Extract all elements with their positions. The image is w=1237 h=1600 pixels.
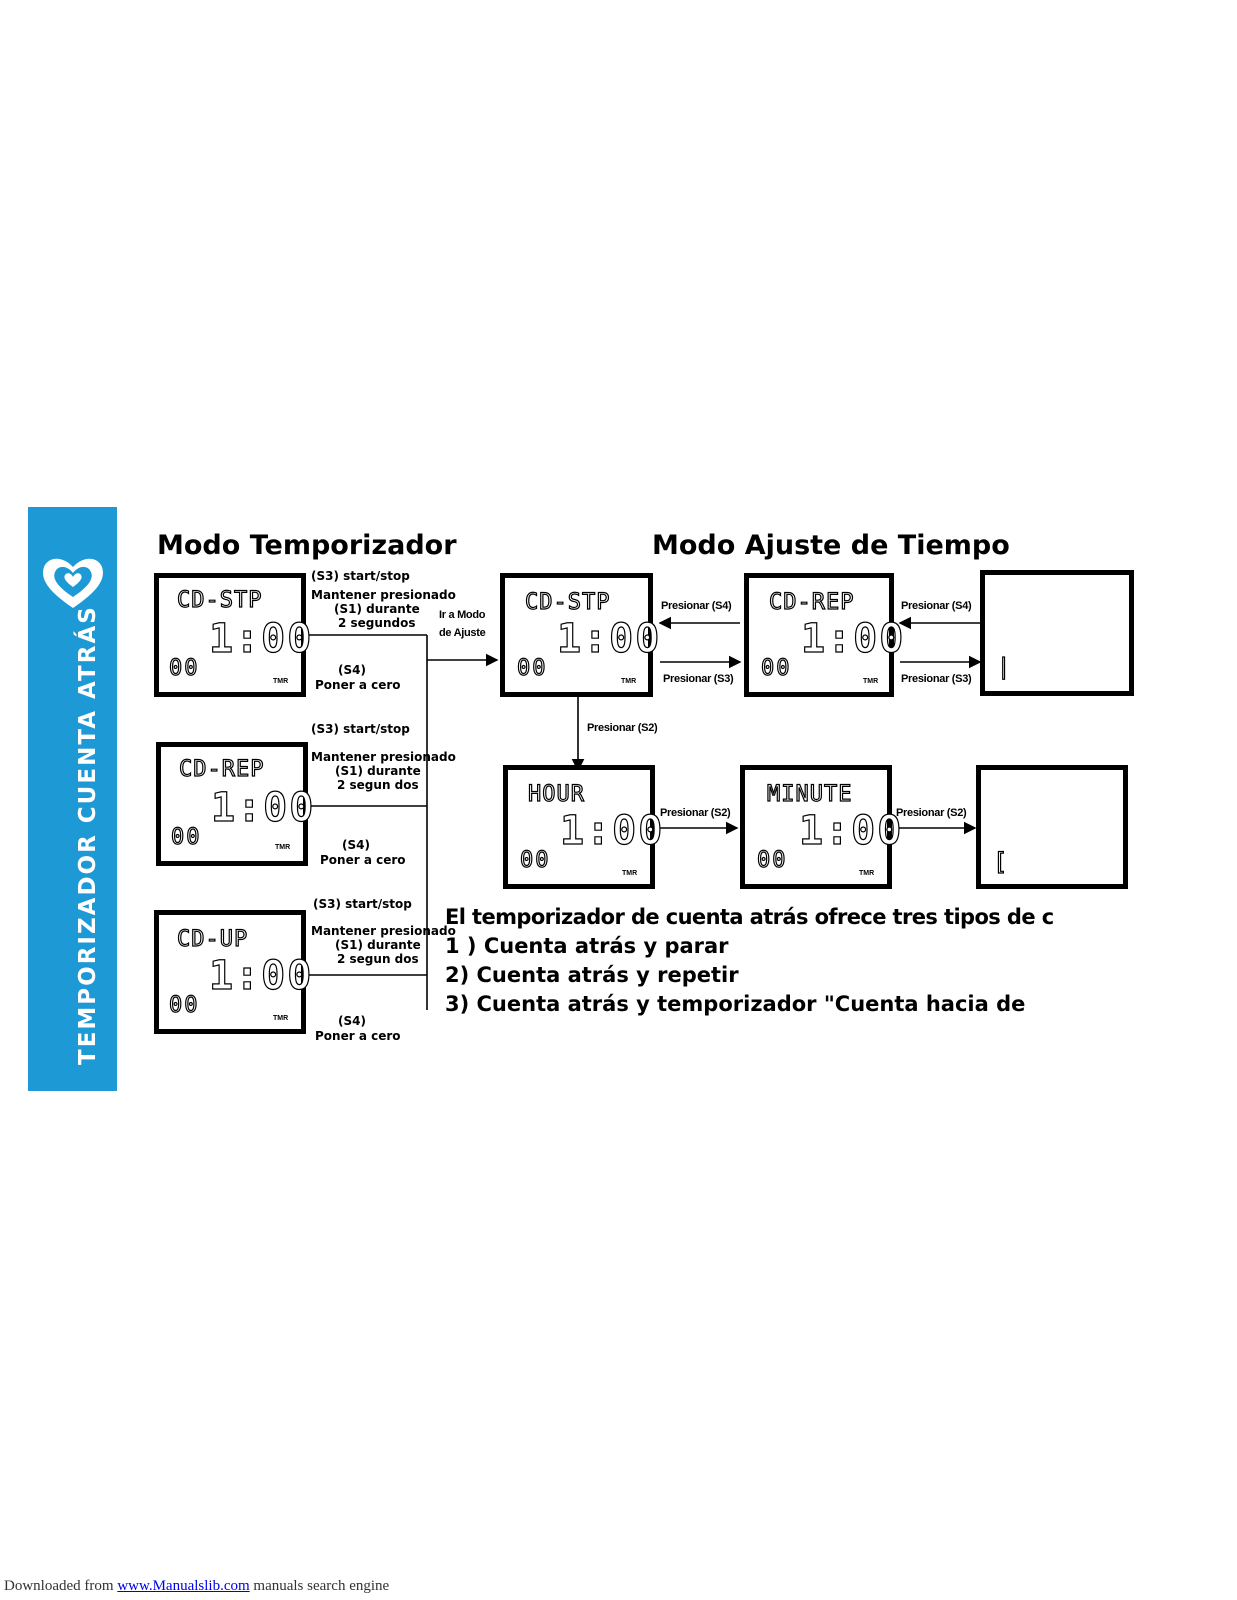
watch-screen-minute: MINUTE 1:00 00 TMR — [740, 765, 902, 889]
label-press-s2-b: Presionar (S2) — [896, 807, 967, 819]
heading-set-mode: Modo Ajuste de Tiempo — [652, 530, 1010, 561]
lcd-seconds: 00 — [168, 992, 200, 1018]
lcd-tmr-tag: TMR — [275, 844, 291, 851]
roxy-heart-logo-icon — [43, 558, 103, 608]
lcd-time: 1:00 — [208, 615, 314, 662]
watch-screen-cd-rep: CD-REP 1:00 00 TMR — [156, 742, 314, 866]
label-press-s4-b: Presionar (S4) — [901, 600, 972, 612]
lcd-seconds: 00 — [516, 655, 548, 681]
lcd-time: 1:00 — [559, 807, 665, 854]
label-g2-seconds: 2 segun dos — [337, 778, 419, 792]
label-press-s3-b: Presionar (S3) — [901, 673, 972, 685]
label-g1-start-stop: (S3) start/stop — [311, 569, 410, 583]
label-g3-hold: Mantener presionado — [311, 924, 456, 938]
body-intro: El temporizador de cuenta atrás ofrece t… — [445, 905, 1054, 929]
lcd-time: 1:00 — [556, 615, 662, 662]
lcd-mode-text: HOUR — [527, 781, 585, 807]
label-goto-set-2: de Ajuste — [439, 627, 486, 639]
label-press-s2-a: Presionar (S2) — [660, 807, 731, 819]
watch-screen-hour: HOUR 1:00 00 TMR — [503, 765, 663, 889]
lcd-tmr-tag: TMR — [859, 870, 875, 877]
lcd-tmr-tag: TMR — [273, 1015, 289, 1022]
lcd-seconds: 00 — [168, 655, 200, 681]
watch-screen-partial-top: | — [980, 570, 1134, 696]
lcd-mode-text: CD-STP — [524, 589, 611, 615]
watch-screen-cd-up: CD-UP 1:00 00 TMR — [154, 910, 312, 1034]
lcd-tmr-tag: TMR — [863, 678, 879, 685]
label-g3-start-stop: (S3) start/stop — [313, 897, 412, 911]
lcd-tmr-tag: TMR — [273, 678, 289, 685]
label-g3-seconds: 2 segun dos — [337, 952, 419, 966]
label-goto-set-1: Ir a Modo — [439, 609, 486, 621]
lcd-time: 1:00 — [210, 784, 316, 831]
footer-suffix: manuals search engine — [249, 1578, 390, 1594]
body-item-2: 2) Cuenta atrás y repetir — [445, 963, 739, 987]
label-g1-hold: Mantener presionado — [311, 588, 456, 602]
body-item-3: 3) Cuenta atrás y temporizador "Cuenta h… — [445, 992, 1026, 1016]
label-g2-start-stop: (S3) start/stop — [311, 722, 410, 736]
label-g1-reset: Poner a cero — [315, 678, 401, 692]
footer-link[interactable]: www.Manualslib.com — [117, 1578, 250, 1594]
label-g2-reset: Poner a cero — [320, 853, 406, 867]
lcd-mode-text: CD-UP — [176, 926, 249, 952]
lcd-tmr-tag: TMR — [621, 678, 637, 685]
footer-prefix: Downloaded from — [4, 1578, 118, 1594]
label-g2-hold: Mantener presionado — [311, 750, 456, 764]
lcd-mode-text: CD-REP — [178, 756, 265, 782]
body-item-1: 1 ) Cuenta atrás y parar — [445, 934, 729, 958]
label-g2-s1: (S1) durante — [335, 764, 421, 778]
label-g1-s1: (S1) durante — [334, 602, 420, 616]
watch-screen-set-cd-stp: CD-STP 1:00 00 TMR — [500, 573, 660, 697]
label-g3-reset: Poner a cero — [315, 1029, 401, 1043]
lcd-seconds: 00 — [756, 847, 788, 873]
lcd-mode-text: CD-STP — [176, 587, 263, 613]
lcd-time: 1:00 — [208, 952, 314, 999]
label-g1-s4: (S4) — [338, 663, 366, 677]
lcd-seconds: 00 — [519, 847, 551, 873]
label-press-s2-down: Presionar (S2) — [587, 722, 658, 734]
heading-timer-mode: Modo Temporizador — [157, 530, 457, 561]
lcd-partial-glyph: [ — [992, 847, 1009, 876]
lcd-time: 1:00 — [800, 615, 906, 662]
label-g2-s4: (S4) — [342, 838, 370, 852]
lcd-mode-text: MINUTE — [766, 781, 853, 807]
lcd-time: 1:00 — [798, 807, 904, 854]
watch-screen-set-cd-rep: CD-REP 1:00 00 TMR — [744, 573, 904, 697]
label-press-s4-a: Presionar (S4) — [661, 600, 732, 612]
lcd-mode-text: CD-REP — [768, 589, 855, 615]
watch-screen-cd-stp: CD-STP 1:00 00 TMR — [154, 573, 312, 697]
watch-screen-partial-bottom: [ — [976, 765, 1128, 889]
label-press-s3-a: Presionar (S3) — [663, 673, 734, 685]
lcd-partial-glyph: | — [996, 654, 1012, 680]
label-g1-seconds: 2 segundos — [338, 616, 416, 630]
label-g3-s1: (S1) durante — [335, 938, 421, 952]
label-g3-s4: (S4) — [338, 1014, 366, 1028]
footer: Downloaded from www.Manualslib.com manua… — [4, 1578, 389, 1595]
lcd-seconds: 00 — [170, 824, 202, 850]
lcd-tmr-tag: TMR — [622, 870, 638, 877]
lcd-seconds: 00 — [760, 655, 792, 681]
